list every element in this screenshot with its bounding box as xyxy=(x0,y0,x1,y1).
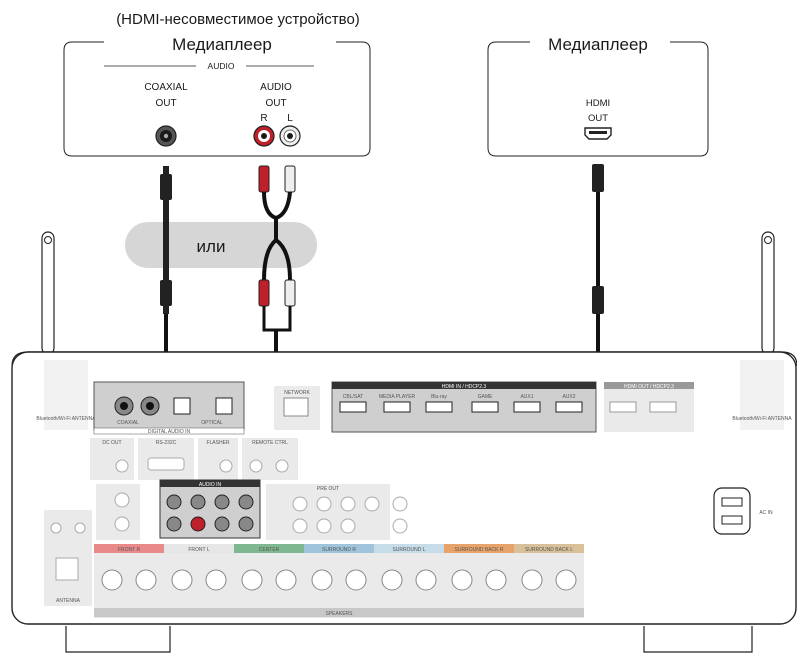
hdmi-out-receiver-label: HDMI OUT / HDCP2.3 xyxy=(624,384,674,390)
or-label: или xyxy=(197,237,226,256)
bt-antenna-left-label: Bluetooth/Wi-Fi ANTENNA xyxy=(36,416,96,422)
ac-in: AC IN xyxy=(713,487,773,535)
hdmi-in-label: HDMI IN / HDCP2.3 xyxy=(442,384,487,390)
rs232c-label: RS-232C xyxy=(156,440,177,446)
hdmi-port-6-label: AUX2 xyxy=(562,394,575,400)
control-ports: DC OUT RS-232C FLASHER REMOTE CTRL xyxy=(90,438,298,480)
audio-out-label-2: OUT xyxy=(265,98,286,109)
speaker-terminals: FRONT R FRONT L CENTER SURROUND R SURROU… xyxy=(94,544,584,618)
speaker-surround-back-r-label: SURROUND BACK R xyxy=(455,547,504,553)
hdmi-port-4-label: GAME xyxy=(478,394,493,400)
hdmi-port-3-label: Blu-ray xyxy=(431,394,447,400)
left-device-title: Медиаплеер xyxy=(172,35,272,54)
network-port: NETWORK xyxy=(274,386,320,430)
left-channel-label: L xyxy=(287,113,293,124)
coaxial-out-jack xyxy=(155,125,177,147)
hdmi-in-panel: HDMI IN / HDCP2.3 CBL/SAT MEDIA PLAYER B… xyxy=(331,381,597,433)
or-bubble: или xyxy=(125,222,317,268)
speaker-surround-r-label: SURROUND R xyxy=(322,547,356,553)
left-media-player: Медиаплеер AUDIO COAXIAL OUT AUDIO OUT R… xyxy=(63,35,371,157)
pre-out-panel: PRE OUT xyxy=(266,484,408,540)
incompatible-device-note: (HDMI-несовместимое устройство) xyxy=(116,11,360,28)
hdmi-port-5-label: AUX1 xyxy=(520,394,533,400)
audio-group-label: AUDIO xyxy=(208,61,235,71)
audio-out-r-jack xyxy=(253,125,275,147)
dc-out-label: DC OUT xyxy=(102,440,121,446)
bt-antenna-right-label: Bluetooth/Wi-Fi ANTENNA xyxy=(732,416,792,422)
remote-ctrl-label: REMOTE CTRL xyxy=(252,440,288,446)
flasher-label: FLASHER xyxy=(206,440,229,446)
speaker-front-l-label: FRONT L xyxy=(188,547,210,553)
coaxial-out-label-2: OUT xyxy=(155,98,176,109)
speaker-center-label: CENTER xyxy=(259,547,280,553)
speaker-surround-back-l-label: SURROUND BACK L xyxy=(525,547,573,553)
network-label: NETWORK xyxy=(284,390,310,396)
av-receiver: Bluetooth/Wi-Fi ANTENNA Bluetooth/Wi-Fi … xyxy=(11,231,797,653)
hdmi-port-1-label: CBL/SAT xyxy=(343,394,363,400)
antenna-label: ANTENNA xyxy=(56,598,81,604)
right-media-player: Медиаплеер HDMI OUT xyxy=(487,35,709,157)
digital-audio-in-panel: COAXIAL OPTICAL DIGITAL AUDIO IN xyxy=(93,381,245,435)
speakers-label: SPEAKERS xyxy=(326,611,354,617)
hdmi-port-2-label: MEDIA PLAYER xyxy=(379,394,416,400)
speaker-surround-l-label: SURROUND L xyxy=(392,547,425,553)
fm-am-antenna: ANTENNA xyxy=(44,510,92,606)
right-channel-label: R xyxy=(260,113,267,124)
right-antenna xyxy=(761,231,775,355)
analog-audio-in: AUDIO IN xyxy=(96,479,261,540)
optical-port-label: OPTICAL xyxy=(201,420,223,426)
speaker-front-r-label: FRONT R xyxy=(118,547,141,553)
digital-audio-in-label: DIGITAL AUDIO IN xyxy=(148,429,191,435)
coaxial-port-label: COAXIAL xyxy=(117,420,139,426)
pre-out-label: PRE OUT xyxy=(317,486,339,492)
ac-in-label: AC IN xyxy=(759,510,773,516)
audio-out-label-1: AUDIO xyxy=(260,82,292,93)
right-device-title: Медиаплеер xyxy=(548,35,648,54)
left-antenna xyxy=(41,231,55,355)
hdmi-out-panel: HDMI OUT / HDCP2.3 xyxy=(604,382,694,432)
hdmi-out-label-1: HDMI xyxy=(586,98,610,109)
audio-in-label: AUDIO IN xyxy=(199,482,222,488)
hdmi-out-jack xyxy=(584,127,612,140)
coaxial-out-label-1: COAXIAL xyxy=(144,82,188,93)
hdmi-out-label-2: OUT xyxy=(588,113,608,124)
audio-out-l-jack xyxy=(279,125,301,147)
